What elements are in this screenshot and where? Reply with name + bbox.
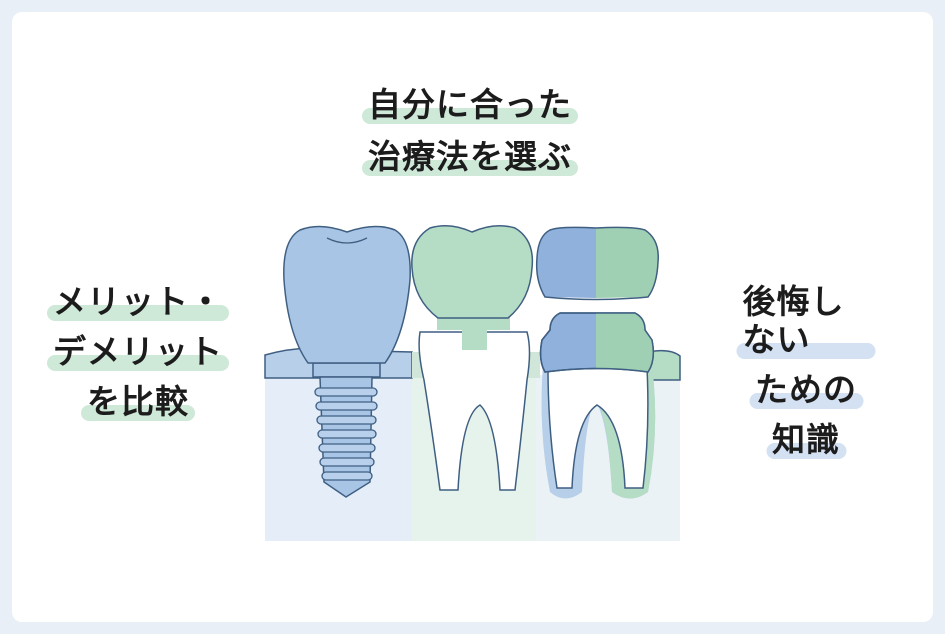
right-label: 後悔しない ための 知識 [736, 283, 876, 459]
left-label-line: メリット・ [47, 283, 229, 321]
crown-post [437, 316, 510, 350]
top-heading-line: 治療法を選ぶ [362, 138, 578, 176]
implant-crown [283, 225, 411, 364]
right-label-line: ための [749, 371, 863, 409]
top-heading: 自分に合った 治療法を選ぶ [362, 86, 578, 176]
gum-right [647, 349, 681, 381]
implant-screw [314, 376, 378, 498]
left-label: メリット・ デメリット を比較 [47, 283, 229, 421]
right-label-line: 知識 [766, 421, 846, 459]
natural-tooth [418, 331, 531, 491]
implant-abutment [312, 362, 381, 378]
tooth-crown [411, 225, 534, 319]
right-label-line: 後悔しない [736, 283, 876, 359]
prepared-tooth-root [547, 367, 649, 489]
top-heading-line: 自分に合った [362, 86, 578, 124]
left-label-line: デメリット [47, 333, 229, 371]
left-label-line: を比較 [81, 383, 195, 421]
separate-crown [535, 226, 659, 301]
